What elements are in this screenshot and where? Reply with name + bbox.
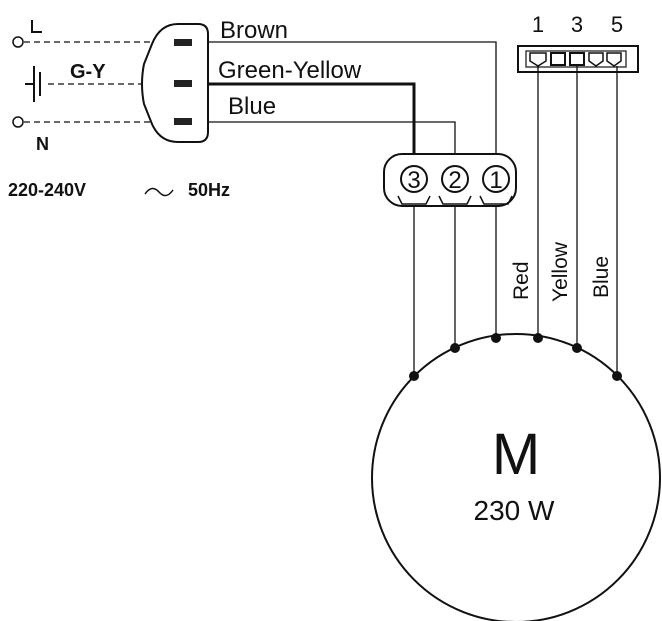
motor-power: 230 W <box>474 495 555 526</box>
speed-wires <box>537 66 618 376</box>
speed-number-1: 1 <box>532 12 544 37</box>
brown-wire <box>208 41 497 170</box>
line-mark-icon <box>31 20 42 33</box>
green-yellow-wire-label: Green-Yellow <box>218 57 362 84</box>
motor-body <box>371 333 661 621</box>
speed-number-3: 3 <box>571 12 583 37</box>
terminal-2-label: 2 <box>448 167 461 194</box>
terminal-1-icon <box>482 165 510 193</box>
blue-wire-label: Blue <box>228 93 276 120</box>
voltage-rating: 220-240V <box>8 180 86 200</box>
inlet-pin-earth <box>174 80 192 87</box>
speed-wire-blue-label: Blue <box>590 256 613 298</box>
line-terminal-icon <box>12 36 24 48</box>
terminal-block: 3 2 1 <box>383 153 517 207</box>
terminal-2-icon <box>441 165 469 193</box>
speed-connector <box>517 45 639 73</box>
inlet-pin-brown <box>174 39 192 46</box>
brown-wire-label: Brown <box>220 17 288 44</box>
motor-supply-wires <box>413 206 497 376</box>
terminal-3-icon <box>400 165 428 193</box>
terminal-1-label: 1 <box>489 167 502 194</box>
speed-wire-yellow-label: Yellow <box>549 241 572 302</box>
speed-number-5: 5 <box>611 12 623 37</box>
earth-label: G-Y <box>70 61 106 83</box>
neutral-terminal-icon <box>12 116 24 128</box>
ac-tilde-icon <box>144 187 174 197</box>
speed-wire-red-label: Red <box>510 261 533 300</box>
earth-symbol-icon <box>25 66 41 102</box>
line-label: L <box>30 18 41 38</box>
inlet-connector <box>141 23 209 143</box>
terminal-3-label: 3 <box>407 167 420 194</box>
mains-dashed-leads <box>24 41 150 123</box>
inlet-pin-blue <box>174 118 192 125</box>
motor-symbol: M <box>492 422 540 487</box>
motor-connection-dots <box>409 333 622 381</box>
frequency-label: 50Hz <box>188 180 230 200</box>
neutral-label: N <box>36 134 49 154</box>
green-yellow-wire <box>208 82 416 170</box>
